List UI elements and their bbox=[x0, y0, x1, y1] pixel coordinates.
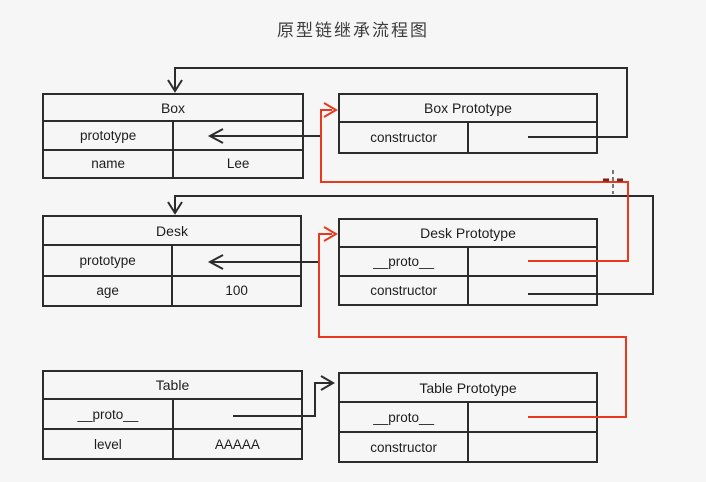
row-value: AAAAA bbox=[214, 436, 260, 452]
desk-table-title: Desk bbox=[44, 217, 300, 246]
row-label: constructor bbox=[340, 123, 470, 152]
row-label: age bbox=[44, 276, 174, 305]
row-label: __proto__ bbox=[44, 400, 174, 428]
table-row: __proto__ bbox=[44, 400, 301, 430]
table-row: level AAAAA bbox=[44, 430, 301, 458]
table-row: __proto__ bbox=[340, 403, 596, 433]
desk-object-table: Desk prototype age 100 bbox=[42, 215, 302, 307]
desk-prototype-table-title: Desk Prototype bbox=[340, 220, 596, 248]
table-row: name Lee bbox=[44, 150, 302, 177]
table-row: age 100 bbox=[44, 276, 300, 305]
arrowhead-red-into-desk-prototype bbox=[323, 226, 338, 242]
table-table-title: Table bbox=[44, 372, 301, 400]
row-value bbox=[469, 403, 596, 431]
row-label: prototype bbox=[44, 246, 174, 275]
row-value: 100 bbox=[225, 283, 248, 299]
row-value bbox=[469, 248, 596, 275]
box-table-title: Box bbox=[44, 95, 302, 122]
table-row: __proto__ bbox=[340, 248, 596, 277]
arrowhead-red-into-box-prototype bbox=[323, 102, 338, 118]
table-prototype-table-title: Table Prototype bbox=[340, 374, 596, 403]
table-row: prototype bbox=[44, 122, 302, 151]
row-value bbox=[469, 433, 596, 461]
row-value bbox=[469, 277, 596, 304]
row-label: prototype bbox=[44, 122, 175, 149]
row-label: name bbox=[44, 150, 175, 177]
row-label: constructor bbox=[340, 433, 470, 461]
row-label: __proto__ bbox=[340, 248, 470, 275]
table-row: constructor bbox=[340, 277, 596, 304]
row-label: constructor bbox=[340, 277, 470, 304]
table-row: constructor bbox=[340, 123, 596, 152]
row-value bbox=[173, 246, 300, 275]
cursor-crosshair bbox=[603, 170, 623, 194]
arrowhead-down-into-desk bbox=[167, 201, 183, 215]
desk-prototype-table: Desk Prototype __proto__ constructor bbox=[338, 218, 598, 306]
table-prototype-table: Table Prototype __proto__ constructor bbox=[338, 372, 598, 463]
row-value bbox=[469, 123, 596, 152]
box-prototype-table-title: Box Prototype bbox=[340, 95, 596, 123]
row-value: Lee bbox=[226, 156, 250, 172]
table-row: prototype bbox=[44, 246, 300, 277]
table-object-table: Table __proto__ level AAAAA bbox=[42, 370, 303, 460]
table-row: constructor bbox=[340, 433, 596, 461]
box-prototype-table: Box Prototype constructor bbox=[338, 93, 598, 154]
row-value bbox=[174, 122, 302, 149]
arrowhead-down-into-box bbox=[167, 79, 183, 93]
row-label: level bbox=[44, 430, 174, 458]
row-value bbox=[174, 400, 301, 428]
box-object-table: Box prototype name Lee bbox=[42, 93, 304, 179]
row-label: __proto__ bbox=[340, 403, 470, 431]
diagram-title: 原型链继承流程图 bbox=[277, 21, 429, 41]
arrowhead-right-into-table-prototype bbox=[320, 375, 335, 391]
